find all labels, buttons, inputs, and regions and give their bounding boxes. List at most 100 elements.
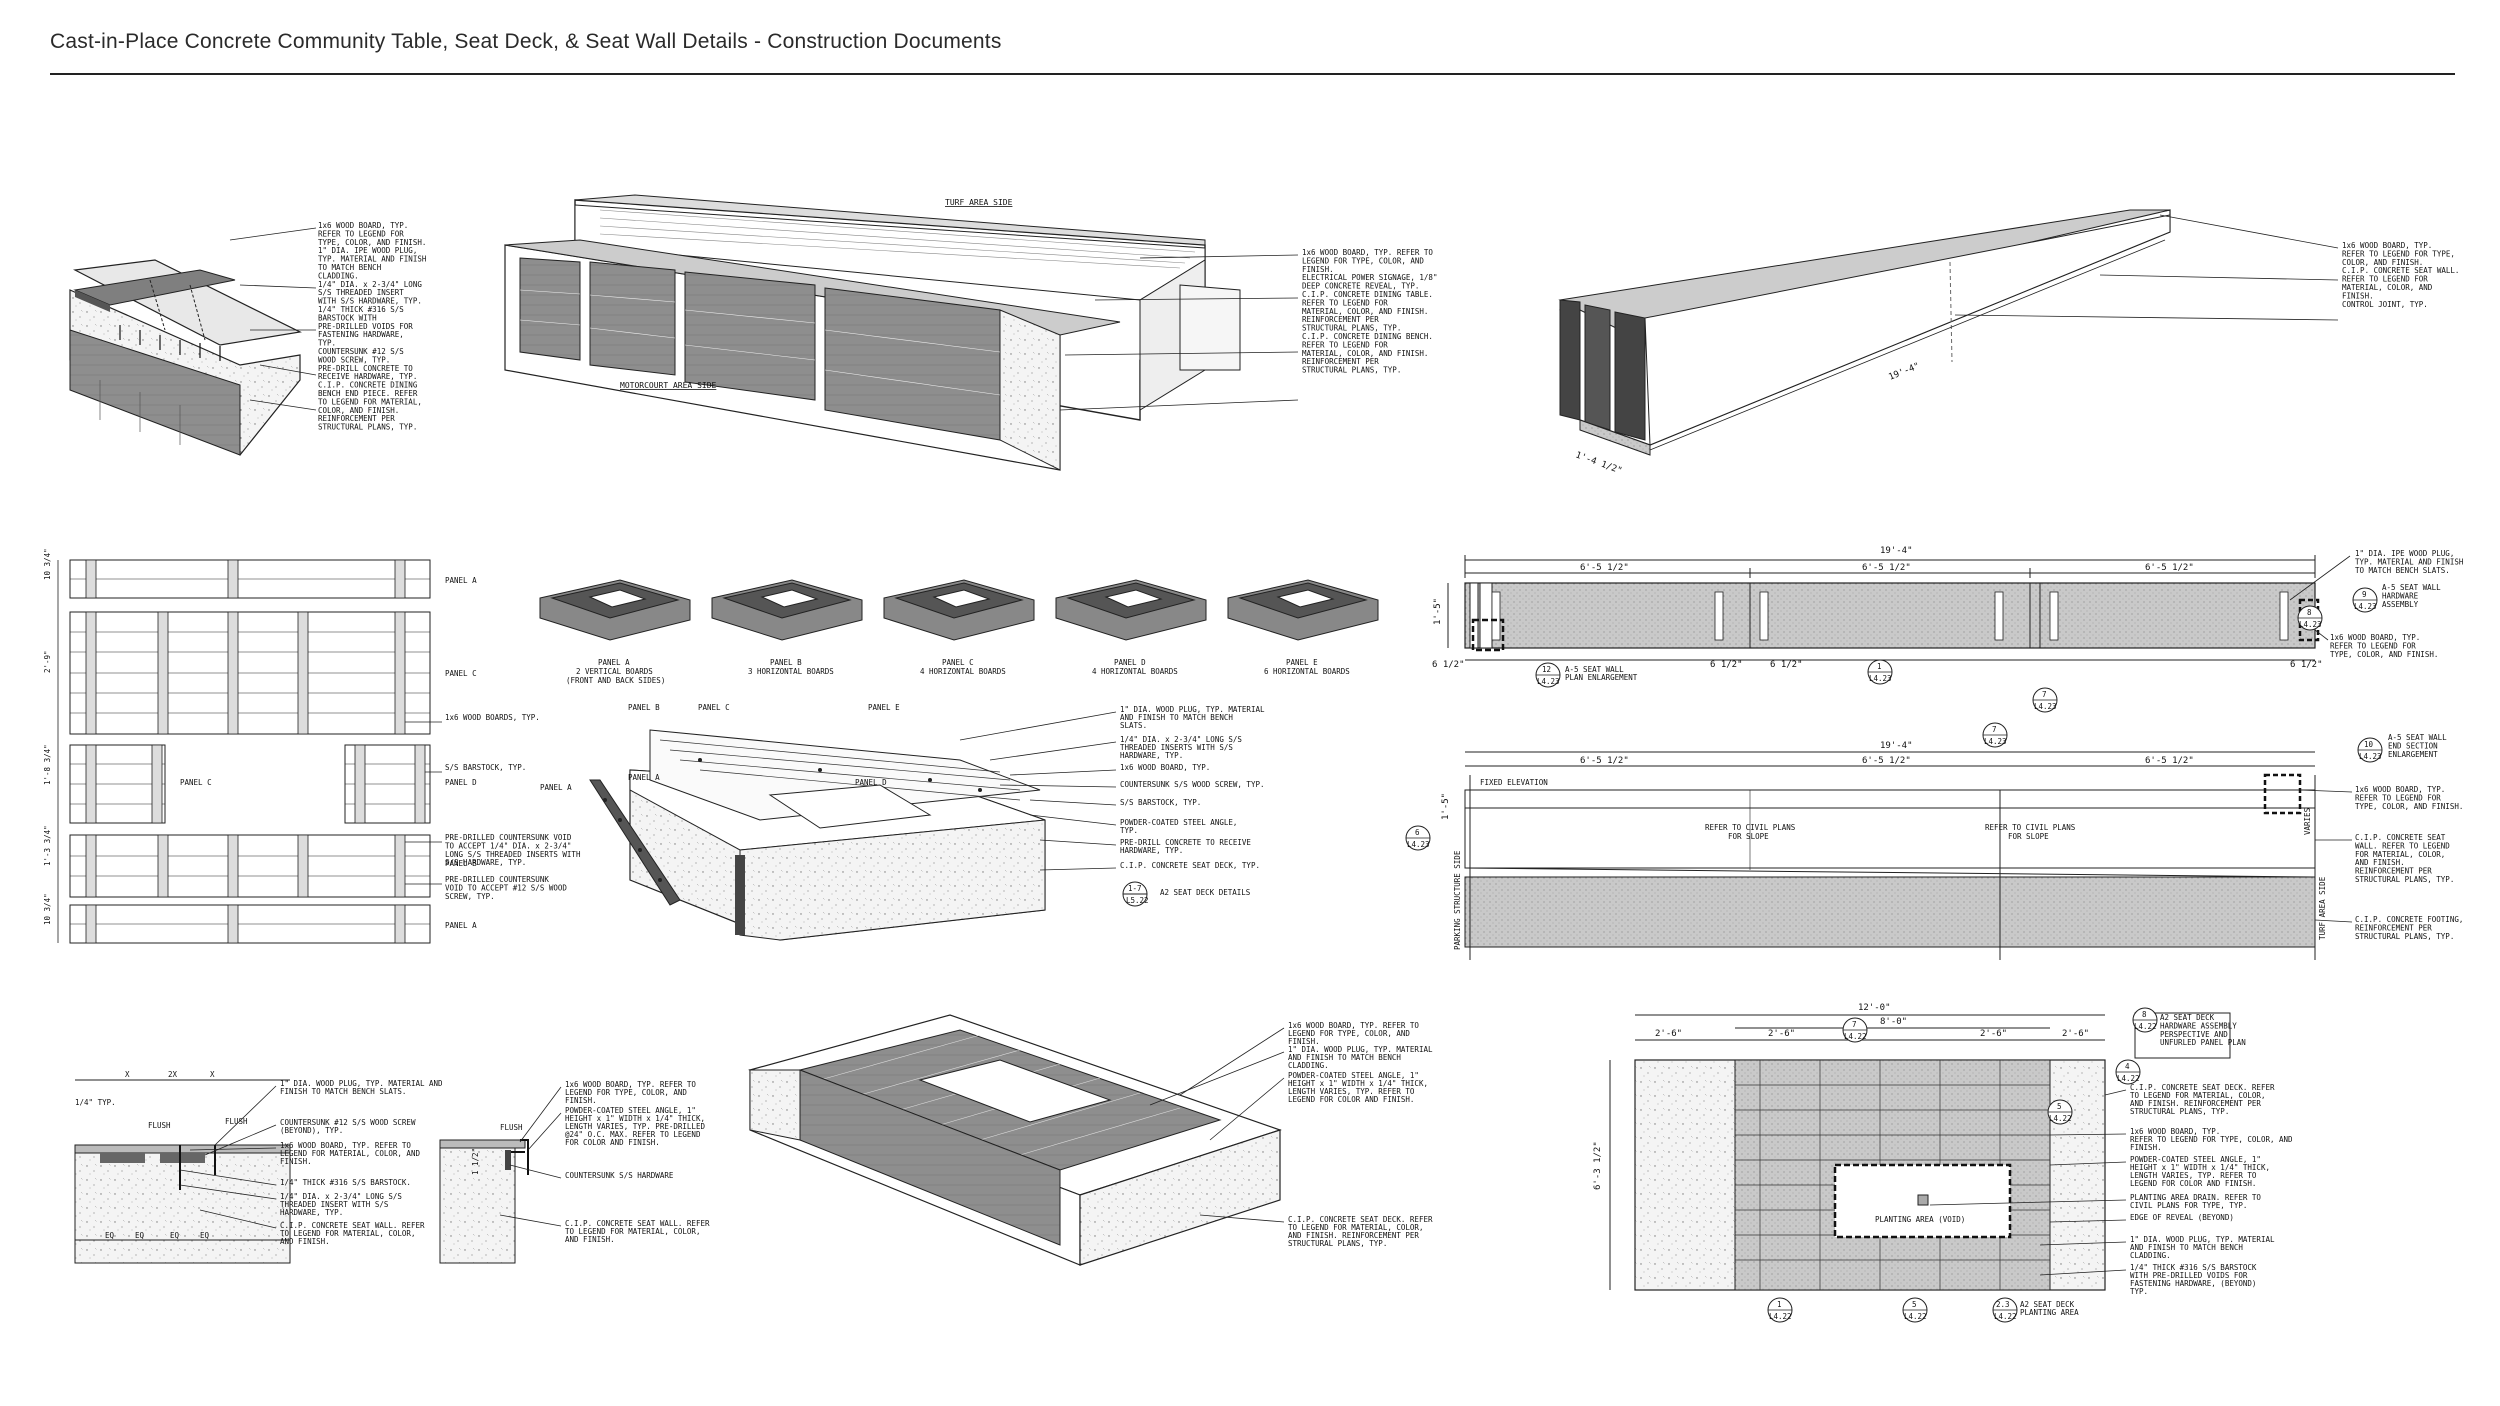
callout-sheet: L4.22	[1904, 1312, 1927, 1321]
panel-thumbnail-void	[1104, 589, 1163, 608]
leader-line	[1029, 814, 1117, 826]
note-line: WITH S/S HARDWARE, TYP.	[318, 297, 422, 306]
note-line: REINFORCEMENT PER	[1302, 315, 1379, 324]
panel-dim: 2'-9"	[43, 650, 52, 673]
note-line: CLADDING.	[318, 271, 359, 280]
note-line: C.I.P. CONCRETE DINING TABLE.	[1302, 290, 1433, 299]
callout-sheet: L4.23	[2359, 752, 2382, 761]
plan-sub-dim: 6 1/2"	[2290, 660, 2323, 670]
note-line: CONTROL JOINT, TYP.	[2342, 300, 2428, 309]
section-label: 1/4" TYP.	[75, 1098, 116, 1107]
note-line: MATERIAL, COLOR, AND FINISH.	[1302, 307, 1428, 316]
note-text: A-5 SEAT WALL	[2388, 733, 2447, 742]
leader-line	[1149, 1051, 1285, 1106]
panel-dim: 1'-3 3/4"	[43, 825, 52, 866]
callout-number: 8	[2142, 1010, 2147, 1019]
callout-number: 9	[2362, 590, 2367, 599]
section-label: FLUSH	[225, 1117, 248, 1126]
seat-wall-plan-text: 19'-4"6'-5 1/2"6'-5 1/2"6'-5 1/2"6 1/2"6…	[1432, 546, 2464, 713]
callout-sheet: L4.22	[2049, 1114, 2072, 1123]
note-line: COUNTERSUNK #12 S/S	[318, 347, 404, 356]
leader-line	[509, 1164, 562, 1179]
callout-sheet: L4.23	[2034, 702, 2057, 711]
note-line: FINISH.	[2342, 291, 2374, 300]
exploded-panel-label: PANEL B	[628, 703, 660, 712]
note-text: PRE-DRILLED COUNTERSUNK	[445, 875, 549, 884]
section-note: 1" DIA. WOOD PLUG, TYP. MATERIAL AND	[280, 1079, 443, 1088]
section-note: COUNTERSUNK #12 S/S WOOD SCREW	[280, 1118, 416, 1127]
note-text: LONG S/S THREADED INSERTS WITH	[445, 850, 581, 859]
panel-dim: 10 3/4"	[43, 548, 52, 580]
panel-type-name: PANEL A	[598, 658, 630, 667]
deck-plan-note: AND FINISH. REINFORCEMENT PER	[2130, 1099, 2261, 1108]
note-line: TO MATCH BENCH	[318, 263, 382, 272]
seat-wall-elevation	[1464, 751, 2316, 960]
exploded-panel-label: PANEL A	[540, 783, 572, 792]
deck-iso-note: TO LEGEND FOR MATERIAL, COLOR,	[1288, 1223, 1423, 1232]
note-text: AND FINISH.	[2355, 858, 2405, 867]
elevation-height-dim: 1'-5"	[1441, 793, 1451, 820]
exploded-note: COUNTERSUNK S/S WOOD SCREW, TYP.	[1120, 780, 1265, 789]
note-text: A-5 SEAT WALL	[2382, 583, 2441, 592]
elevation-segment-dim: 6'-5 1/2"	[1580, 756, 1629, 766]
deck-plan-note: LENGTH VARIES, TYP. REFER TO	[2130, 1171, 2257, 1180]
panel-type-desc: 4 HORIZONTAL BOARDS	[920, 667, 1006, 676]
section-note: FINISH TO MATCH BENCH SLATS.	[280, 1087, 406, 1096]
leader-line	[2299, 789, 2353, 793]
deck-iso-note: LEGEND FOR COLOR AND FINISH.	[1288, 1095, 1414, 1104]
note-text: TO ACCEPT 1/4" DIA. x 2-3/4"	[445, 841, 571, 850]
section-dim: X	[125, 1070, 130, 1079]
panel-label: PANEL A	[445, 921, 477, 930]
note-text: 1" DIA. IPE WOOD PLUG,	[2355, 549, 2454, 558]
community-table-iso	[504, 194, 1241, 471]
panel-label: PANEL C	[180, 778, 212, 787]
deck-plan-note: 1/4" THICK #316 S/S BARSTOCK	[2130, 1263, 2257, 1272]
note-text: 1x6 WOOD BOARD, TYP.	[2330, 633, 2420, 642]
plan-sub-dim: 6 1/2"	[1432, 660, 1465, 670]
deck-iso-note: HEIGHT x 1" WIDTH x 1/4" THICK,	[1288, 1079, 1428, 1088]
callout-sheet: L4.23	[1537, 677, 1560, 686]
note-line: REINFORCEMENT PER	[1302, 357, 1379, 366]
section-note: 1x6 WOOD BOARD, TYP. REFER TO	[280, 1141, 411, 1150]
title-rule	[50, 73, 2455, 75]
slope-note: FOR SLOPE	[2008, 832, 2049, 841]
note-text: ENLARGEMENT	[2388, 750, 2438, 759]
leader-line	[527, 1112, 562, 1151]
callout-number: 5	[2057, 1102, 2062, 1111]
deck-plan-note: HEIGHT x 1" WIDTH x 1/4" THICK,	[2130, 1163, 2270, 1172]
exploded-note: C.I.P. CONCRETE SEAT DECK, TYP.	[1120, 861, 1260, 870]
leader-line	[2049, 1161, 2127, 1166]
section-detail-1	[74, 1079, 291, 1264]
leader-line	[2159, 214, 2339, 249]
deck-iso-note: FINISH.	[1288, 1037, 1320, 1046]
deck-iso-note: STRUCTURAL PLANS, TYP.	[1288, 1239, 1387, 1248]
note-line: 1" DIA. IPE WOOD PLUG,	[318, 246, 417, 255]
deck-plan-note: WITH PRE-DRILLED VOIDS FOR	[2130, 1271, 2248, 1280]
exploded-callout-bottom: L5.22	[1126, 896, 1149, 905]
slope-note: FOR SLOPE	[1728, 832, 1769, 841]
callout-sheet: L4.22	[1769, 1312, 1792, 1321]
deck-iso-note: C.I.P. CONCRETE SEAT DECK. REFER	[1288, 1215, 1433, 1224]
note-text: TO MATCH BENCH SLATS.	[2355, 566, 2450, 575]
exploded-panel-label: PANEL A	[628, 773, 660, 782]
exploded-note: POWDER-COATED STEEL ANGLE,	[1120, 818, 1237, 827]
slope-note: REFER TO CIVIL PLANS	[1985, 823, 2076, 832]
note-line: MATERIAL, COLOR, AND	[2342, 283, 2433, 292]
deck-plan-note: POWDER-COATED STEEL ANGLE, 1"	[2130, 1155, 2261, 1164]
leader-line	[989, 741, 1117, 761]
planting-area-label: PLANTING AREA (VOID)	[1875, 1215, 1965, 1224]
leader-line	[1064, 351, 1299, 356]
leader-line	[2039, 1241, 2127, 1246]
deck-inner-dim: 8'-0"	[1880, 1017, 1907, 1027]
note-text: TYPE, COLOR, AND FINISH.	[2330, 650, 2438, 659]
panel-thumbnail-void	[760, 589, 819, 608]
note-line: DEEP CONCRETE REVEAL, TYP.	[1302, 282, 1419, 291]
note-text: PRE-DRILLED COUNTERSUNK VOID	[445, 833, 572, 842]
note-line: TYP. MATERIAL AND FINISH	[318, 255, 427, 264]
deck-plan-note: STRUCTURAL PLANS, TYP.	[2130, 1107, 2229, 1116]
callout-number: 1	[1877, 662, 1882, 671]
panel-notes: 1x6 WOOD BOARDS, TYP.S/S BARSTOCK, TYP.P…	[405, 713, 581, 901]
panel-dim: 1'-8 3/4"	[43, 744, 52, 785]
